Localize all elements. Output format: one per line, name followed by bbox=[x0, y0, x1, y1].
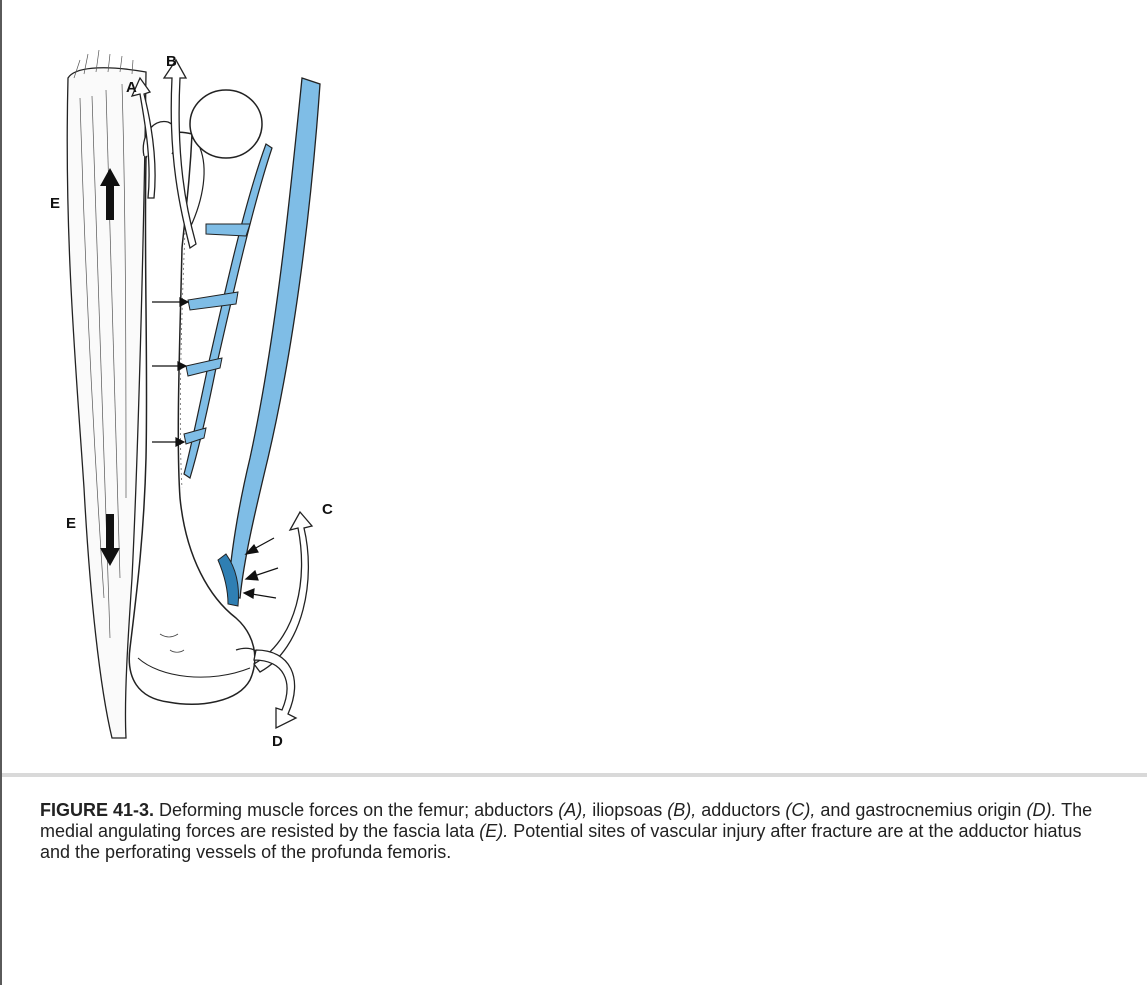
caption-run: (D). bbox=[1026, 800, 1056, 820]
femur-illustration: A B C D E E bbox=[40, 38, 340, 758]
label-c: C bbox=[322, 501, 333, 518]
label-b: B bbox=[166, 53, 177, 70]
label-e-lower: E bbox=[66, 515, 76, 532]
caption-run: Deforming muscle forces on the femur; ab… bbox=[154, 800, 558, 820]
caption-run: (A), bbox=[558, 800, 587, 820]
left-border-rule bbox=[0, 0, 2, 985]
caption-run: (C), bbox=[785, 800, 815, 820]
caption-run: and gastrocnemius origin bbox=[815, 800, 1026, 820]
caption-run: adductors bbox=[696, 800, 785, 820]
caption-run: (B), bbox=[667, 800, 696, 820]
caption-text: Deforming muscle forces on the femur; ab… bbox=[40, 800, 1092, 862]
label-d: D bbox=[272, 733, 283, 750]
caption-run: iliopsoas bbox=[587, 800, 667, 820]
label-a: A bbox=[126, 79, 137, 96]
caption-divider bbox=[2, 773, 1147, 777]
figure-number: FIGURE 41-3. bbox=[40, 800, 154, 820]
figure-caption: FIGURE 41-3. Deforming muscle forces on … bbox=[40, 800, 1110, 863]
caption-run: (E). bbox=[479, 821, 508, 841]
label-e-upper: E bbox=[50, 195, 60, 212]
